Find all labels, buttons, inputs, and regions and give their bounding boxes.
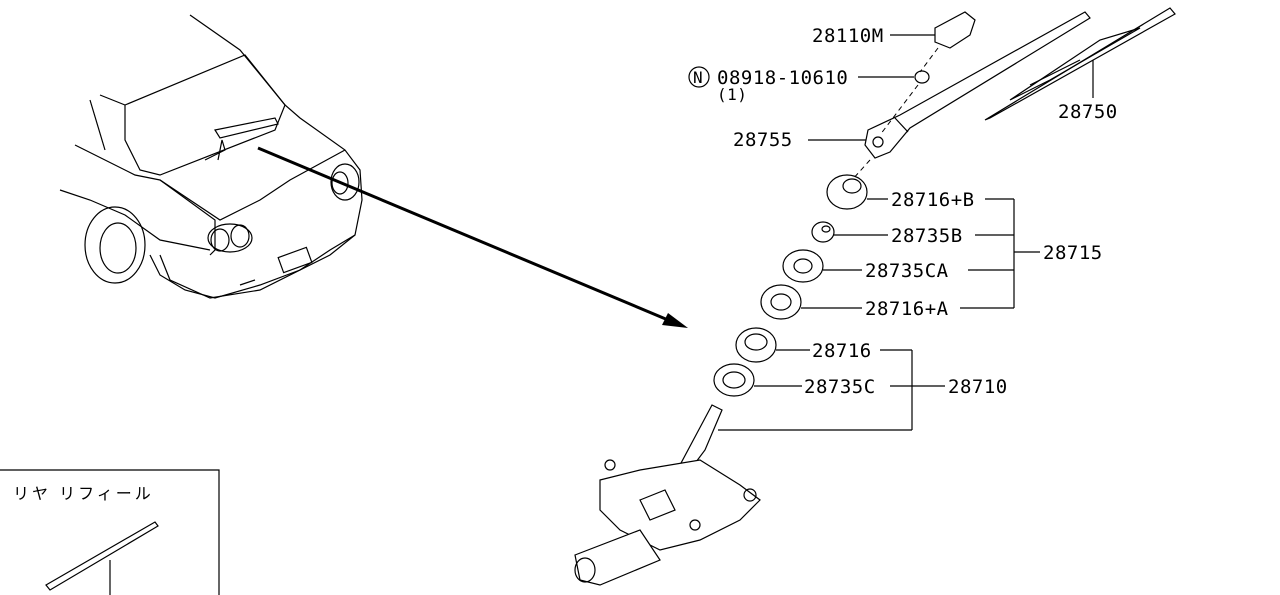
label-08918-10610: 08918-10610 <box>717 67 848 89</box>
label-28715: 28715 <box>1043 242 1103 264</box>
label-28716A: 28716+A <box>865 298 949 320</box>
location-arrow <box>257 146 688 328</box>
label-28755: 28755 <box>733 129 793 151</box>
car-rear-illustration <box>59 14 363 299</box>
label-nut-marker: N <box>693 68 703 87</box>
label-28716: 28716 <box>812 340 872 362</box>
label-quantity: (1) <box>717 85 747 104</box>
bushing-stack <box>713 174 868 397</box>
cap-28110M <box>934 11 976 49</box>
wiper-motor-28710 <box>574 404 761 586</box>
wiper-arm-28755 <box>864 11 1091 159</box>
label-28735CA: 28735CA <box>865 260 949 282</box>
leader-lines <box>718 34 1094 431</box>
label-28716B: 28716+B <box>891 189 975 211</box>
new-part-marker-icon <box>688 66 710 88</box>
label-28735C: 28735C <box>804 376 876 398</box>
inset-title: リヤ リフィール <box>13 484 154 503</box>
wiper-blade-28750 <box>984 7 1176 121</box>
label-28750: 28750 <box>1058 101 1118 123</box>
nut-08918 <box>914 70 930 84</box>
inset-rear-refill: リヤ リフィール <box>0 469 220 595</box>
label-28710: 28710 <box>948 376 1008 398</box>
label-28735B: 28735B <box>891 225 963 247</box>
label-28110M: 28110M <box>812 25 884 47</box>
